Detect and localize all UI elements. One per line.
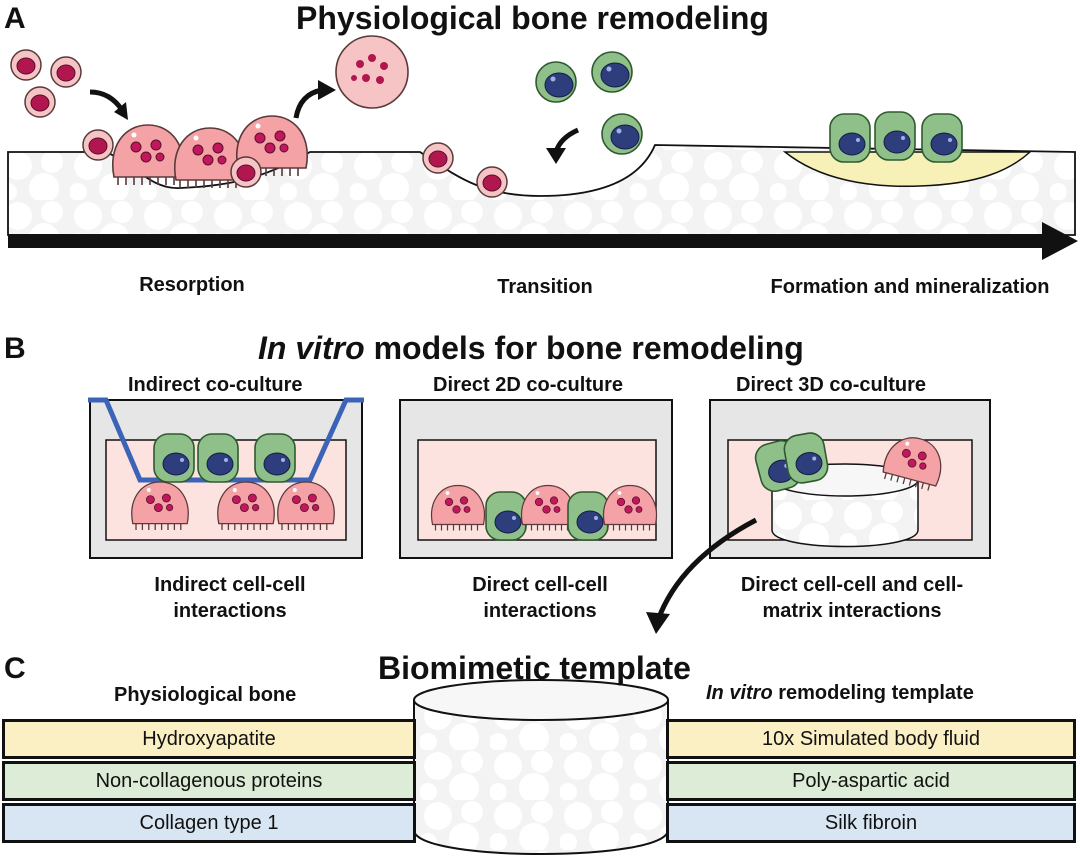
process-arrows [89, 80, 580, 164]
right-header-italic: In vitro [706, 682, 773, 704]
panel-a-title: Physiological bone remodeling [296, 0, 769, 36]
row-non-collagenous-proteins: Non-collagenous proteins [2, 761, 416, 801]
preosteoblasts [535, 51, 643, 155]
row-collagen-type-1: Collagen type 1 [2, 803, 416, 843]
stage-formation: Formation and mineralization [770, 276, 1050, 298]
panel-a-letter: A [4, 2, 26, 35]
row-silk-fibroin: Silk fibroin [666, 803, 1076, 843]
model-caption-direct-3d: Direct cell-cell and cell-matrix interac… [740, 574, 964, 622]
model-caption-indirect: Indirect cell-cell interactions [154, 574, 306, 622]
panel-b-title: In vitro models for bone remodeling [258, 330, 804, 367]
model-caption-direct-2d: Direct cell-cell interactions [472, 574, 608, 622]
stage-resorption: Resorption [139, 274, 245, 296]
right-header: In vitro remodeling template [706, 682, 974, 705]
row-simulated-body-fluid: 10x Simulated body fluid [666, 719, 1076, 759]
transition-arrow [646, 517, 758, 634]
panel-c-title: Biomimetic template [378, 650, 691, 686]
well-direct-2d [399, 399, 673, 559]
row-poly-aspartic-acid: Poly-aspartic acid [666, 761, 1076, 801]
panel-b-letter: B [4, 332, 26, 365]
apoptotic-osteoclast [335, 35, 409, 109]
timeline-arrow [8, 222, 1078, 260]
model-title-direct-2d: Direct 2D co-culture [433, 374, 624, 396]
model-title-indirect: Indirect co-culture [128, 374, 303, 396]
stage-transition: Transition [497, 276, 593, 298]
well-indirect [88, 397, 364, 559]
panel-b-title-italic: In vitro [258, 330, 365, 366]
right-header-rest: remodeling template [772, 682, 974, 704]
well-direct-3d [709, 399, 991, 559]
panel-c-letter: C [4, 652, 26, 685]
silk-scaffold [413, 679, 669, 855]
panel-b-title-rest: models for bone remodeling [364, 330, 804, 366]
model-title-direct-3d: Direct 3D co-culture [736, 374, 927, 396]
row-hydroxyapatite: Hydroxyapatite [2, 719, 416, 759]
osteoblasts-forming [829, 111, 963, 163]
left-header: Physiological bone [114, 684, 297, 706]
